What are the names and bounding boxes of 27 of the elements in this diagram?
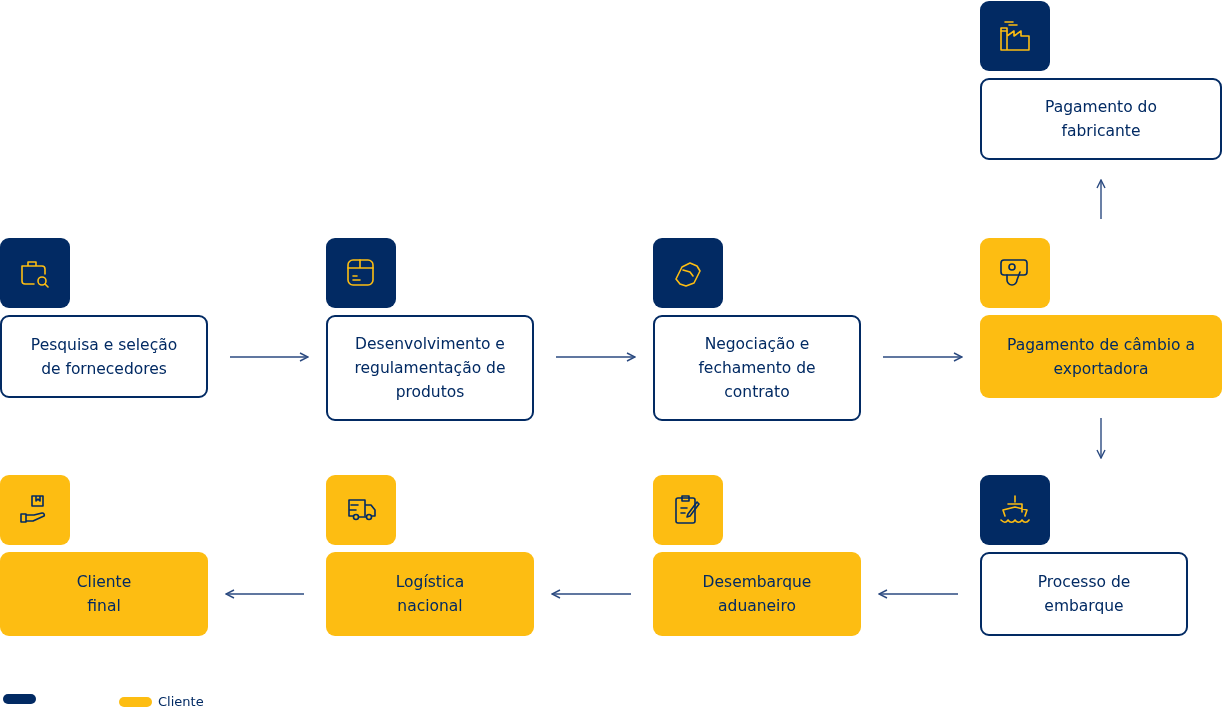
arrow (878, 589, 959, 599)
process-box (0, 552, 208, 636)
step-label: Processo de embarque (1036, 572, 1132, 617)
step-label: Pesquisa e seleção de fornecedores (29, 334, 179, 380)
arrow (1096, 179, 1106, 220)
arrow (1096, 417, 1106, 459)
step-label: Pagamento de câmbio a exportadora (1006, 334, 1196, 380)
arrow (551, 589, 632, 599)
process-box (653, 552, 861, 636)
step-label: Logística nacional (394, 572, 466, 617)
step-label: Desembarque aduaneiro (701, 572, 813, 617)
process-box (326, 315, 534, 421)
step-label: Negociação e fechamento de contrato (697, 334, 817, 403)
arrow (229, 352, 309, 362)
process-box (326, 552, 534, 636)
process-box (0, 315, 208, 398)
process-box (980, 78, 1222, 160)
process-box (653, 315, 861, 421)
arrow (882, 352, 963, 362)
process-box (980, 315, 1222, 398)
arrow (555, 352, 636, 362)
step-label: Pagamento do fabricante (1044, 97, 1158, 142)
process-box (980, 552, 1188, 636)
step-label: Cliente final (75, 572, 133, 617)
legend-label: Cliente (158, 694, 204, 708)
arrow (225, 589, 305, 599)
step-label: Desenvolvimento e regulamentação de produtos (353, 334, 507, 403)
